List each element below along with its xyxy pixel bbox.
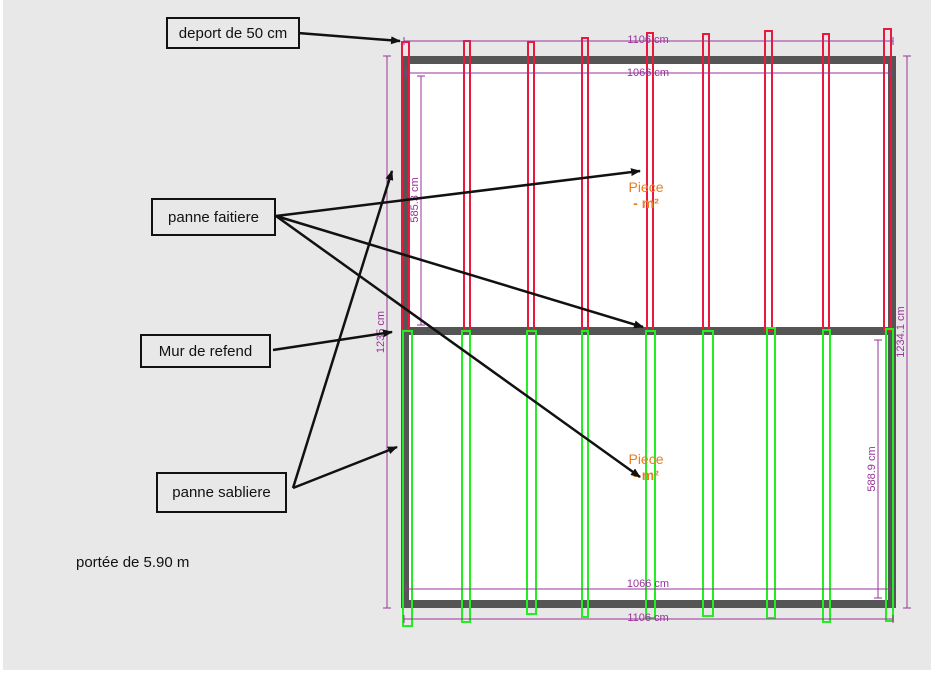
total-height-right: 1234.1 cm [895, 306, 907, 357]
floor-plan-diagram: 1106 cm 1066 cm 1066 cm 1106 cm 1235 cm … [272, 28, 911, 627]
arrow-sabliere-2 [292, 445, 398, 490]
room-name-lower: Piece [628, 451, 663, 467]
annotation-arrows [272, 31, 644, 490]
room-area-upper: - m² [633, 195, 659, 211]
lower-span: 588.9 cm [866, 446, 878, 491]
drawing-canvas: 1106 cm 1066 cm 1066 cm 1106 cm 1235 cm … [3, 0, 931, 670]
arrow-faitiere-3 [275, 214, 641, 479]
arrow-sabliere-1 [291, 170, 394, 489]
rafter-bottom [822, 329, 831, 623]
outer-width-bottom: 1106 cm [627, 612, 668, 624]
arrow-refend [272, 329, 393, 352]
callout-panne-sabliere: panne sabliere [156, 472, 287, 513]
rafter-top [764, 30, 773, 331]
arrow-faitiere-1 [275, 168, 641, 218]
dimension-labels: 1106 cm 1066 cm 1066 cm 1106 cm 1235 cm … [375, 34, 907, 624]
bottom-wall [401, 600, 896, 608]
outer-width-top: 1106 cm [627, 34, 668, 46]
lower-rafters [402, 327, 894, 627]
arrow-faitiere-2 [275, 214, 644, 329]
room-labels: Piece - m² Piece - m² [628, 179, 663, 483]
callout-deport: deport de 50 cm [166, 17, 300, 49]
rafter-bottom [885, 328, 894, 622]
rafter-bottom [766, 327, 776, 619]
rafter-bottom [581, 330, 589, 618]
callout-mur-refend: Mur de refend [140, 334, 271, 368]
top-wall [401, 56, 896, 64]
rafter-bottom [526, 330, 537, 615]
rafter-bottom [702, 330, 714, 617]
callout-panne-faitiere: panne faitiere [151, 198, 276, 236]
arrow-deport [297, 31, 401, 45]
inner-width-bottom: 1066 cm [627, 578, 669, 590]
span-note: portée de 5.90 m [76, 554, 190, 571]
rafter-bottom [461, 330, 471, 623]
rafter-bottom [645, 330, 656, 619]
inner-width-top: 1066 cm [627, 67, 669, 79]
room-name-upper: Piece [628, 179, 663, 195]
total-height-left: 1235 cm [375, 311, 387, 353]
rafter-bottom [402, 330, 413, 627]
